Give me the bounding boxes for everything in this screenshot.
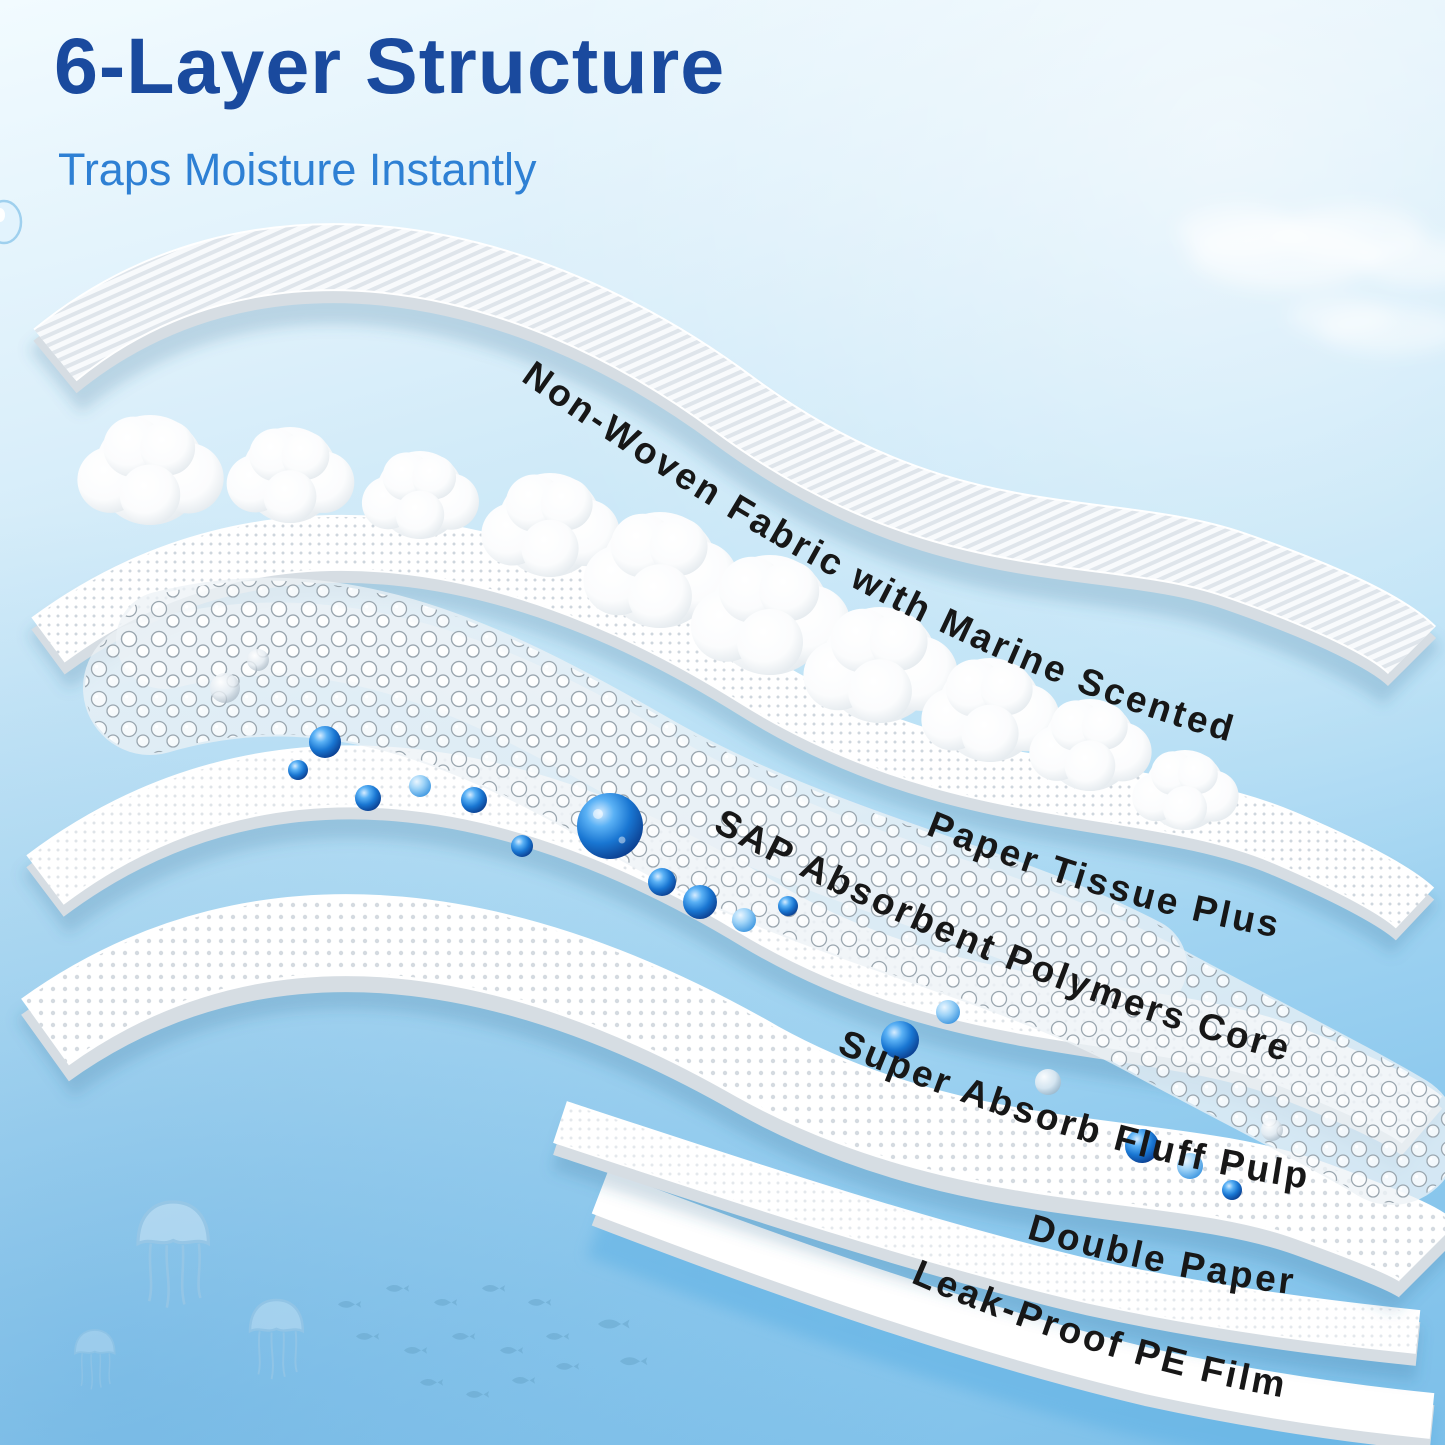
sap-bead-mass: [150, 627, 1392, 1200]
jellyfish-group: [74, 1200, 304, 1391]
fish-icon: [386, 1285, 410, 1292]
fluff-puff: [361, 451, 479, 539]
fish-icon: [434, 1299, 458, 1306]
fluff-puff: [77, 415, 224, 525]
fish-icon: [466, 1391, 490, 1398]
fish-icon: [512, 1377, 536, 1384]
fish-icon: [598, 1319, 630, 1329]
fish-icon: [338, 1301, 362, 1308]
fish-icon: [452, 1333, 476, 1340]
fish-icon: [500, 1347, 524, 1354]
water-beads: [210, 649, 1283, 1200]
water-droplet-icon: [0, 199, 23, 245]
fish-school: [338, 1285, 648, 1398]
jellyfish-icon: [136, 1200, 210, 1310]
fluff-puff: [226, 427, 355, 523]
fish-icon: [482, 1285, 506, 1292]
fish-icon: [404, 1347, 428, 1354]
fish-icon: [556, 1363, 580, 1370]
fish-icon: [528, 1299, 552, 1306]
page-subtitle: Traps Moisture Instantly: [58, 144, 537, 195]
fish-icon: [356, 1333, 380, 1340]
page-title: 6-Layer Structure: [54, 21, 726, 110]
fish-icon: [420, 1379, 444, 1386]
jellyfish-icon: [248, 1298, 304, 1381]
fish-icon: [620, 1357, 648, 1366]
jellyfish-icon: [74, 1329, 116, 1391]
fish-icon: [546, 1333, 570, 1340]
cloud-decoration: [1178, 206, 1445, 354]
